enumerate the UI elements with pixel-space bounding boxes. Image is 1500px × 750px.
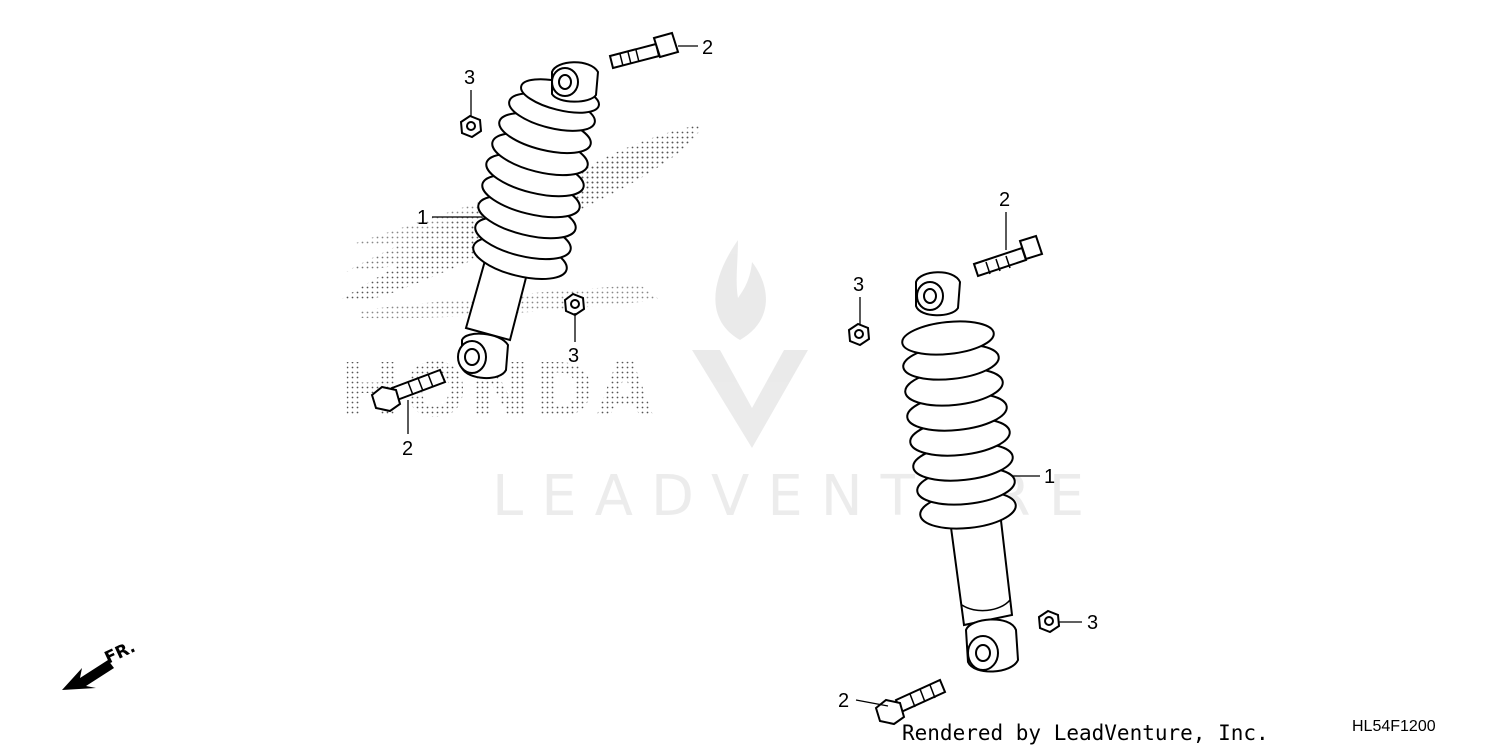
callouts: 2 3 1 3 2 2 3 1 3 2 (402, 37, 1098, 712)
render-credit: Rendered by LeadVenture, Inc. (902, 721, 1269, 745)
leadventure-logo-watermark (692, 240, 808, 448)
shock-left-bottom-eye (457, 332, 510, 379)
callout-right-shock[interactable]: 1 (1044, 466, 1055, 488)
shock-absorber-right (901, 271, 1020, 673)
arrow-left-down-icon (62, 660, 114, 690)
callout-left-bolt-bottom[interactable]: 2 (402, 438, 413, 460)
shock-left-top-eye (551, 61, 600, 103)
front-direction-label: FR. (102, 637, 139, 668)
leader-lines (407, 45, 1082, 707)
bolt-left-bottom (370, 368, 447, 413)
callout-right-bolt-top[interactable]: 2 (999, 189, 1010, 211)
callout-left-bolt-top[interactable]: 2 (702, 37, 713, 59)
diagram-code: HL54F1200 (1352, 718, 1436, 735)
callout-right-nut-bottom[interactable]: 3 (1087, 612, 1098, 634)
callout-left-shock[interactable]: 1 (417, 207, 428, 229)
bolt-right-top (972, 234, 1044, 278)
nut-right-top (847, 322, 871, 347)
callout-left-nut-top[interactable]: 3 (464, 67, 475, 89)
nut-left-top (459, 114, 483, 139)
shock-absorber-left (457, 61, 600, 379)
bolt-right-bottom (874, 678, 947, 726)
bolt-left-top (608, 31, 680, 70)
shock-right-top-eye (915, 271, 962, 317)
nut-right-bottom (1037, 609, 1061, 634)
shock-right-bottom-eye (964, 618, 1020, 673)
front-direction-arrow: FR. (62, 637, 139, 690)
shock-left-spring (472, 78, 600, 280)
callout-right-nut-top[interactable]: 3 (853, 274, 864, 296)
callout-right-bolt-bottom[interactable]: 2 (838, 690, 849, 712)
callout-left-nut-bottom[interactable]: 3 (568, 345, 579, 367)
shock-right-spring (901, 320, 1017, 530)
nut-left-bottom (563, 292, 586, 317)
